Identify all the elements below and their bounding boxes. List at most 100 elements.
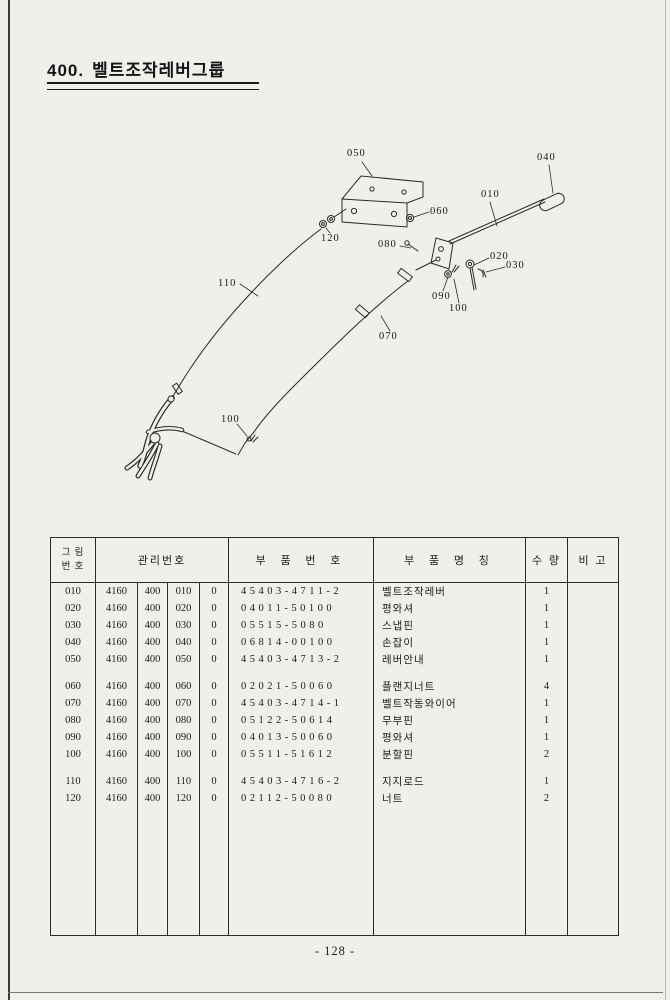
part-name-cell: 손잡이: [373, 634, 526, 651]
group-spacer: [51, 763, 619, 773]
header-part-name: 부 품 명 칭: [373, 537, 526, 583]
spacer-cell: [51, 763, 96, 773]
fig-no-cell: 040: [65, 637, 81, 648]
mgmt-cell: 4160: [95, 582, 138, 600]
callout-040: 040: [537, 152, 556, 163]
mgmt-cell: 400: [137, 582, 168, 600]
fig-no-cell: 100: [65, 749, 81, 760]
fig-no-cell: 090: [65, 732, 81, 743]
spacer-cell: [137, 668, 168, 678]
part-no-cell: 02021-50060: [228, 678, 374, 695]
mgmt-cell: 080: [167, 712, 200, 729]
washer-090-drawing: [444, 270, 452, 278]
callout-010: 010: [481, 189, 500, 200]
mgmt-cell: 400: [137, 634, 168, 651]
mgmt-cell: 0: [199, 746, 229, 763]
spacer-cell: [137, 763, 168, 773]
filler-cell: [199, 807, 229, 936]
table-row: 100 4160 400 100 0 05511-51612 분할핀 2: [51, 746, 619, 763]
part-no-cell: 45403-4716-2: [228, 773, 374, 790]
mgmt-cell: 400: [137, 651, 168, 668]
mgmt-cell: 400: [137, 746, 168, 763]
qty-cell: 1: [525, 600, 568, 617]
remarks-cell: [567, 634, 619, 651]
table-empty-area: [51, 807, 619, 936]
filler-cell: [525, 807, 568, 936]
fig-no-cell: 110: [65, 776, 81, 787]
pivot-plate-drawing: [430, 237, 477, 291]
mgmt-cell: 0: [199, 651, 229, 668]
part-no-cell: 06814-00100: [228, 634, 374, 651]
fig-no-cell: 010: [65, 586, 81, 597]
part-name-cell: 평와셔: [373, 600, 526, 617]
mgmt-cell: 060: [167, 678, 200, 695]
spacer-cell: [199, 763, 229, 773]
table-row: 080 4160 400 080 0 05122-50614 무부핀 1: [51, 712, 619, 729]
lever-assembly-highlights: [125, 396, 184, 480]
table-header-row: 그 림 번 호 관리번호 부 품 번 호 부 품 명 칭 수 량 비 고: [50, 537, 619, 583]
nuts-120-drawing: [319, 208, 347, 228]
qty-cell: 2: [525, 746, 568, 763]
callout-050: 050: [347, 148, 366, 159]
mgmt-cell: 4160: [95, 634, 138, 651]
mgmt-cell: 040: [167, 634, 200, 651]
leader-lines: [236, 161, 554, 437]
scan-edge-right: [665, 0, 666, 1000]
part-no-cell: 04011-50100: [228, 600, 374, 617]
mgmt-cell: 0: [199, 634, 229, 651]
callout-100a: 100: [449, 303, 468, 314]
qty-cell: 1: [525, 773, 568, 790]
callout-070: 070: [379, 331, 398, 342]
table-row: 120 4160 400 120 0 02112-50080 너트 2: [51, 790, 619, 807]
mgmt-cell: 050: [167, 651, 200, 668]
part-no-cell: 05511-51612: [228, 746, 374, 763]
part-name-cell: 스냅핀: [373, 617, 526, 634]
part-no-cell: 05122-50614: [228, 712, 374, 729]
mgmt-cell: 110: [167, 773, 200, 790]
cable-110-drawing: [171, 228, 322, 399]
mgmt-cell: 400: [137, 600, 168, 617]
diagram-drawing: [124, 161, 565, 481]
mgmt-cell: 400: [137, 678, 168, 695]
table-row: 050 4160 400 050 0 45403-4713-2 레버안내 1: [51, 651, 619, 668]
remarks-cell: [567, 600, 619, 617]
grip-040-drawing: [539, 192, 565, 212]
header-fig-no-line1: 그 림: [61, 547, 85, 558]
remarks-cell: [567, 746, 619, 763]
callout-110: 110: [218, 278, 237, 289]
qty-cell: 1: [525, 695, 568, 712]
filler-cell: [51, 807, 96, 936]
mgmt-cell: 400: [137, 729, 168, 746]
part-name-cell: 벨트작동와이어: [373, 695, 526, 712]
part-name-cell: 무부핀: [373, 712, 526, 729]
lever-rod-010-drawing: [448, 198, 546, 245]
parts-diagram: 050 040 010 060 120 080 020 030 110 090 …: [0, 110, 670, 530]
qty-cell: 2: [525, 790, 568, 807]
scan-edge-left: [8, 0, 10, 1000]
header-fig-no: 그 림 번 호: [50, 537, 96, 583]
page-title: 400.벨트조작레버그룹: [47, 56, 225, 81]
remarks-cell: [567, 582, 619, 600]
remarks-cell: [567, 729, 619, 746]
mgmt-cell: 4160: [95, 712, 138, 729]
header-mgmt-no: 관리번호: [95, 537, 229, 583]
callout-020: 020: [490, 251, 509, 262]
spacer-cell: [95, 763, 138, 773]
mgmt-cell: 400: [137, 617, 168, 634]
remarks-cell: [567, 790, 619, 807]
mgmt-cell: 4160: [95, 746, 138, 763]
mgmt-cell: 0: [199, 729, 229, 746]
callout-090: 090: [432, 291, 451, 302]
snap-pin-030-drawing: [477, 268, 487, 278]
mgmt-cell: 400: [137, 773, 168, 790]
group-spacer: [51, 668, 619, 678]
mgmt-cell: 4160: [95, 651, 138, 668]
mgmt-cell: 090: [167, 729, 200, 746]
table-row: 110 4160 400 110 0 45403-4716-2 지지로드 1: [51, 773, 619, 790]
qty-cell: 1: [525, 582, 568, 600]
fig-no-cell: 070: [65, 698, 81, 709]
lever-hub-drawing: [149, 395, 175, 444]
bracket-050-drawing: [341, 175, 424, 228]
washer-020-drawing: [465, 259, 475, 269]
